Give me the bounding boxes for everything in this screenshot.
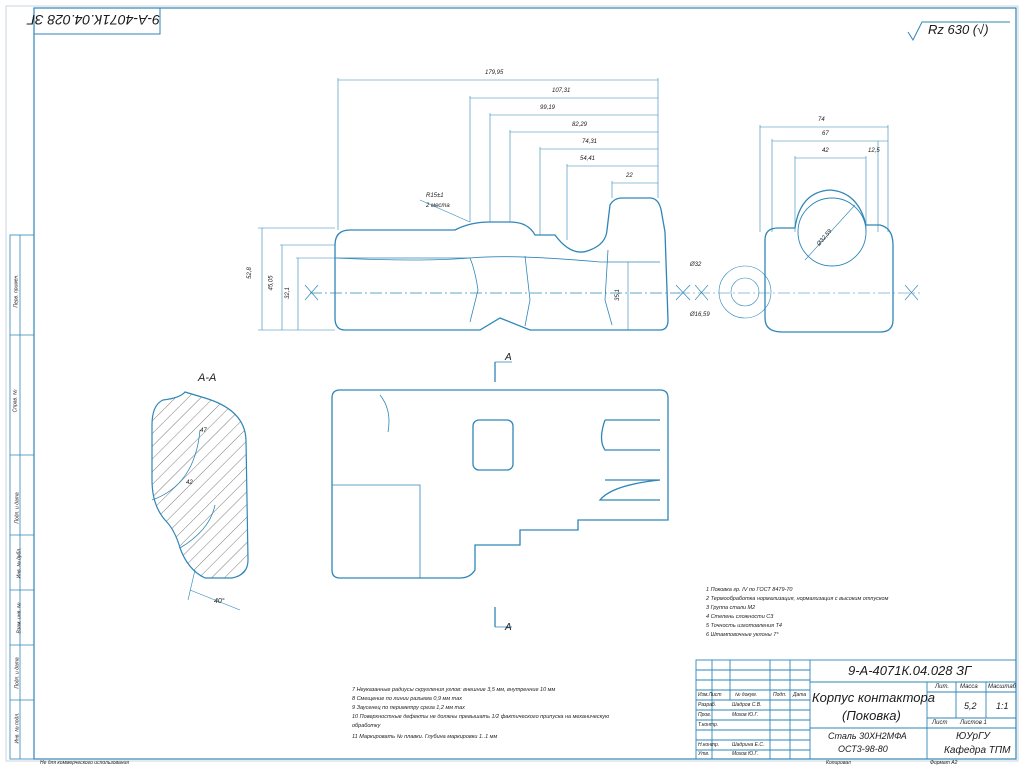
section-title: А-А bbox=[198, 372, 217, 384]
mirrored-drawing-code: 9-А-4071К.04.028 ЗГ bbox=[27, 12, 160, 28]
dim-left-3: 32,1 bbox=[284, 287, 291, 299]
title-scale: 1:1 bbox=[996, 701, 1009, 711]
section-a-a bbox=[151, 391, 249, 611]
stamp-text-2: Справ. № bbox=[12, 389, 19, 413]
cut-mark-top-label: А bbox=[505, 352, 512, 363]
note-b5: обработку bbox=[352, 723, 381, 729]
side-dim-2: 67 bbox=[822, 131, 829, 137]
side-view-dims bbox=[678, 125, 920, 319]
sheet-inner-frame bbox=[33, 7, 1017, 760]
stamp-text-5: Взам. инв. № bbox=[16, 602, 23, 634]
title-tkontr: Т.контр. bbox=[698, 722, 719, 728]
title-material-2: ОСТ3-98-80 bbox=[838, 744, 888, 754]
title-utv: Утв. bbox=[698, 751, 710, 757]
title-name-2: (Поковка) bbox=[842, 708, 901, 723]
note-r3: 3 Группа стали М2 bbox=[706, 605, 756, 611]
title-prov-name: Мохов Ю.Г. bbox=[732, 712, 759, 718]
title-col-lit: Лит. bbox=[935, 684, 950, 690]
side-dim-3: 42 bbox=[822, 148, 829, 154]
title-org-1: ЮУрГУ bbox=[956, 731, 990, 742]
title-razrab: Разраб. bbox=[698, 702, 717, 708]
dim-label-3: 99,19 bbox=[540, 105, 556, 111]
title-material-1: Сталь 30ХН2МФА bbox=[828, 731, 907, 741]
side-view bbox=[764, 189, 894, 333]
note-b1: 7 Неуказанные радиусы скругления углов: … bbox=[352, 687, 556, 693]
footer-format: Формат А2 bbox=[930, 760, 958, 766]
note-b6: 11 Маркировать № плавки. Глубина маркиро… bbox=[352, 734, 498, 740]
note-b2: 8 Смещение по линии разъема 0,9 мм max bbox=[352, 696, 463, 702]
chamfer-note: R15±1 bbox=[426, 193, 444, 199]
title-sheet: Лист bbox=[932, 720, 948, 726]
diameter-left-2: Ø16,59 bbox=[690, 312, 710, 318]
title-nkontr: Н.контр. bbox=[698, 742, 720, 748]
note-r1: 1 Поковка гр. IV по ГОСТ 8479-70 bbox=[706, 587, 793, 593]
side-dim-4: 12,5 bbox=[868, 148, 880, 154]
note-r2: 2 Термообработка нормализация, нормализа… bbox=[706, 596, 889, 602]
front-view bbox=[334, 197, 669, 331]
dim-label-7: 22 bbox=[626, 173, 633, 179]
title-row-izm: Изм.Лист bbox=[698, 692, 722, 698]
dim-label-2: 107,31 bbox=[552, 88, 571, 94]
left-dimensions bbox=[258, 199, 629, 331]
plan-view bbox=[331, 389, 669, 579]
top-dimensions bbox=[337, 78, 659, 240]
stamp-text-3: Подп. и дата bbox=[14, 492, 21, 524]
roughness-symbol bbox=[907, 21, 1010, 42]
chamfer-note-2: 2 места bbox=[426, 203, 450, 209]
section-value-1: 47 bbox=[200, 428, 207, 434]
title-org-2: Кафедра ТПМ bbox=[944, 745, 1011, 756]
title-name-1: Корпус контактора bbox=[812, 690, 935, 705]
dim-label-5: 74,31 bbox=[582, 139, 598, 145]
stamp-text-6: Подп. и дата bbox=[14, 657, 21, 689]
side-stamp bbox=[9, 234, 35, 760]
dim-left-1: 52,8 bbox=[246, 267, 253, 279]
title-prov: Пров. bbox=[698, 712, 712, 718]
angle-label: 40° bbox=[214, 598, 225, 605]
dim-left-2: 45,05 bbox=[268, 275, 275, 291]
diameter-left-1: Ø32 bbox=[690, 262, 702, 268]
title-nkontr-name: Шадрина Е.С. bbox=[732, 742, 765, 748]
cut-marks bbox=[494, 361, 512, 628]
title-mass: 5,2 bbox=[964, 701, 977, 711]
roughness-value: Rz 630 (√) bbox=[928, 22, 989, 37]
stamp-text-4: Инв. № дубл. bbox=[16, 547, 23, 579]
code-box-frame bbox=[33, 7, 161, 35]
title-row-date: Дата bbox=[793, 692, 807, 698]
cut-mark-bottom-label: А bbox=[505, 622, 512, 633]
footer-left: Не для коммерческого использования bbox=[40, 760, 129, 766]
title-sheets: Листов 1 bbox=[960, 720, 987, 726]
title-code: 9-А-4071К.04.028 ЗГ bbox=[848, 663, 972, 678]
note-r6: 6 Штамповочные уклоны 7° bbox=[706, 632, 779, 638]
note-b4: 10 Поверхностные дефекты не должны превы… bbox=[352, 714, 610, 720]
sheet-outer-frame bbox=[5, 5, 1019, 762]
title-razrab-name: Шадров С.В. bbox=[732, 702, 762, 708]
footer-copy: Копировал bbox=[826, 760, 851, 766]
section-value-2: 42 bbox=[186, 480, 193, 486]
note-r5: 5 Точность изготовления Т4 bbox=[706, 623, 782, 629]
note-r4: 4 Степень сложности С3 bbox=[706, 614, 774, 620]
front-view-centerline bbox=[304, 284, 691, 301]
dim-label-4: 82,29 bbox=[572, 122, 588, 128]
title-row-sign: Подп. bbox=[773, 692, 787, 698]
title-col-mass: Масса bbox=[960, 684, 978, 690]
title-col-scale: Масштаб bbox=[988, 684, 1017, 690]
stamp-text-1: Перв. примен. bbox=[13, 274, 20, 308]
stamp-text-7: Инв. № подл. bbox=[14, 712, 21, 744]
dim-right-small: 35,1 bbox=[614, 289, 621, 301]
title-row-doc: № докум. bbox=[735, 692, 758, 698]
title-utv-name: Мохов Ю.Г. bbox=[732, 751, 759, 757]
dim-label-6: 54,41 bbox=[580, 156, 596, 162]
title-block-grid bbox=[695, 659, 1017, 760]
note-b3: 9 Заусенец по периметру среза 1,2 мм max bbox=[352, 705, 465, 711]
dim-label-1: 179,95 bbox=[485, 70, 504, 76]
side-dim-1: 74 bbox=[818, 117, 825, 123]
